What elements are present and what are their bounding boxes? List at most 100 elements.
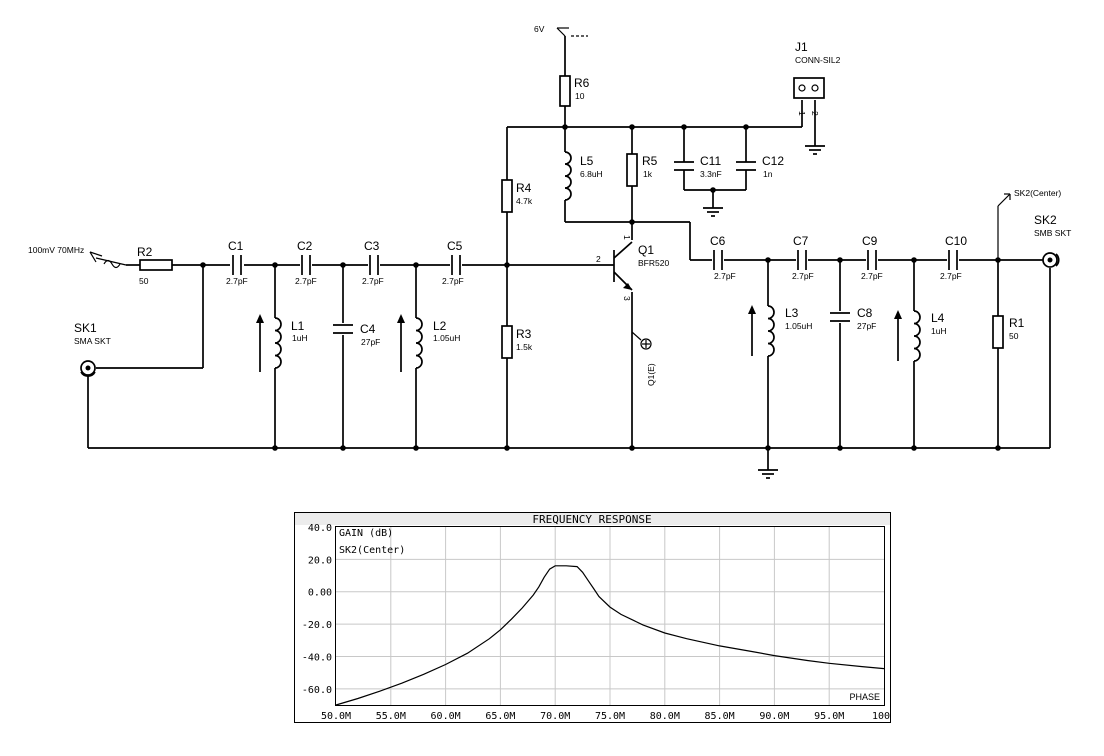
resistor-r6[interactable] (559, 75, 571, 107)
c10-value: 2.7pF (940, 271, 962, 281)
r3-value: 1.5k (516, 342, 533, 352)
l2-value: 1.05uH (433, 333, 460, 343)
l1-ref: L1 (291, 319, 305, 333)
header-j1[interactable] (793, 77, 825, 99)
resistor-r2[interactable] (139, 259, 173, 271)
y-axis-ticks: 40.020.00.00-20.0-40.0-60.0 (302, 523, 332, 696)
sk2-ref: SK2 (1034, 213, 1057, 227)
r4-value: 4.7k (516, 196, 533, 206)
sk2-value: SMB SKT (1034, 228, 1071, 238)
x-tick-label: 85.0M (705, 711, 735, 722)
ac-source-icon[interactable] (89, 251, 127, 269)
supply-label: 6V (534, 24, 545, 34)
c4-ref: C4 (360, 322, 376, 336)
j1-ref: J1 (795, 40, 808, 54)
graph-title: FREQUENCY RESPONSE (532, 513, 651, 526)
r2-ref: R2 (137, 245, 153, 259)
gain-trace (335, 565, 885, 706)
r1-value: 50 (1009, 331, 1019, 341)
sk1-value: SMA SKT (74, 336, 111, 346)
r3-ref: R3 (516, 327, 532, 341)
probe-label: SK2(Center) (339, 545, 405, 556)
current-probe-icon (631, 331, 652, 350)
capacitor-c11[interactable] (674, 161, 694, 171)
sma-socket-sk1[interactable] (80, 360, 96, 377)
l4-ref: L4 (931, 311, 945, 325)
x-tick-label: 75.0M (595, 711, 625, 722)
phase-label: PHASE (849, 692, 880, 702)
grid (336, 527, 884, 705)
x-tick-label: 65.0M (485, 711, 515, 722)
x-tick-label: 95.0M (814, 711, 844, 722)
inductor-l5[interactable] (564, 151, 572, 201)
sk1-ref: SK1 (74, 321, 97, 335)
smb-socket-sk2[interactable] (1042, 252, 1060, 268)
l2-ref: L2 (433, 319, 447, 333)
capacitor-c4[interactable] (333, 324, 353, 334)
capacitor-c7[interactable] (797, 250, 807, 270)
q1-pin-collector: 1 (622, 235, 632, 240)
l3-ref: L3 (785, 306, 799, 320)
inductor-l4[interactable] (913, 310, 921, 362)
c5-value: 2.7pF (442, 276, 464, 286)
j1-pin1: 1 (797, 111, 807, 116)
r2-value: 50 (139, 276, 149, 286)
capacitor-c3[interactable] (369, 255, 379, 275)
resistor-r3[interactable] (501, 325, 513, 359)
y-tick-label: 0.00 (308, 588, 332, 599)
graph-title-bar (295, 513, 890, 525)
x-tick-label: 100M (872, 711, 891, 722)
plot-area (335, 526, 885, 706)
r6-value: 10 (575, 91, 585, 101)
c4-value: 27pF (361, 337, 380, 347)
capacitor-c2[interactable] (301, 255, 311, 275)
l3-value: 1.05uH (785, 321, 812, 331)
l1-value: 1uH (292, 333, 308, 343)
c9-ref: C9 (862, 234, 878, 248)
q1-pin-emitter: 3 (622, 296, 632, 301)
j1-pin2: 2 (810, 111, 820, 116)
transistor-q1[interactable] (613, 241, 633, 291)
c12-value: 1n (763, 169, 773, 179)
c8-ref: C8 (857, 306, 873, 320)
c2-value: 2.7pF (295, 276, 317, 286)
inductor-l2[interactable] (415, 317, 423, 369)
inductor-l1[interactable] (274, 317, 282, 369)
c3-ref: C3 (364, 239, 380, 253)
y-tick-label: 20.0 (308, 555, 332, 566)
ground-icon (703, 145, 825, 479)
c7-value: 2.7pF (792, 271, 814, 281)
resistor-r4[interactable] (501, 179, 513, 213)
inductor-l3[interactable] (767, 305, 775, 357)
capacitor-c9[interactable] (867, 250, 877, 270)
capacitor-c6[interactable] (713, 250, 723, 270)
x-tick-label: 55.0M (376, 711, 406, 722)
capacitor-c12[interactable] (736, 161, 756, 171)
x-tick-label: 70.0M (540, 711, 570, 722)
resistor-r1[interactable] (992, 315, 1004, 349)
capacitor-c8[interactable] (830, 312, 850, 322)
l5-value: 6.8uH (580, 169, 603, 179)
graph-frame (294, 512, 891, 723)
resistor-r5[interactable] (626, 153, 638, 187)
source-label: 100mV 70MHz (28, 245, 84, 255)
emitter-probe-label: Q1(E) (646, 363, 656, 386)
output-probe-label: SK2(Center) (1014, 188, 1061, 198)
capacitor-c10[interactable] (948, 250, 958, 270)
x-tick-label: 60.0M (431, 711, 461, 722)
capacitor-c5[interactable] (451, 255, 461, 275)
capacitor-c1[interactable] (232, 255, 242, 275)
y-tick-label: -60.0 (302, 685, 332, 696)
c3-value: 2.7pF (362, 276, 384, 286)
c1-ref: C1 (228, 239, 244, 253)
r5-value: 1k (643, 169, 653, 179)
y-tick-label: 40.0 (308, 523, 332, 534)
c10-ref: C10 (945, 234, 967, 248)
j1-value: CONN-SIL2 (795, 55, 841, 65)
x-tick-label: 90.0M (759, 711, 789, 722)
voltage-probe-icon (997, 193, 1011, 207)
r4-ref: R4 (516, 181, 532, 195)
c12-ref: C12 (762, 154, 784, 168)
